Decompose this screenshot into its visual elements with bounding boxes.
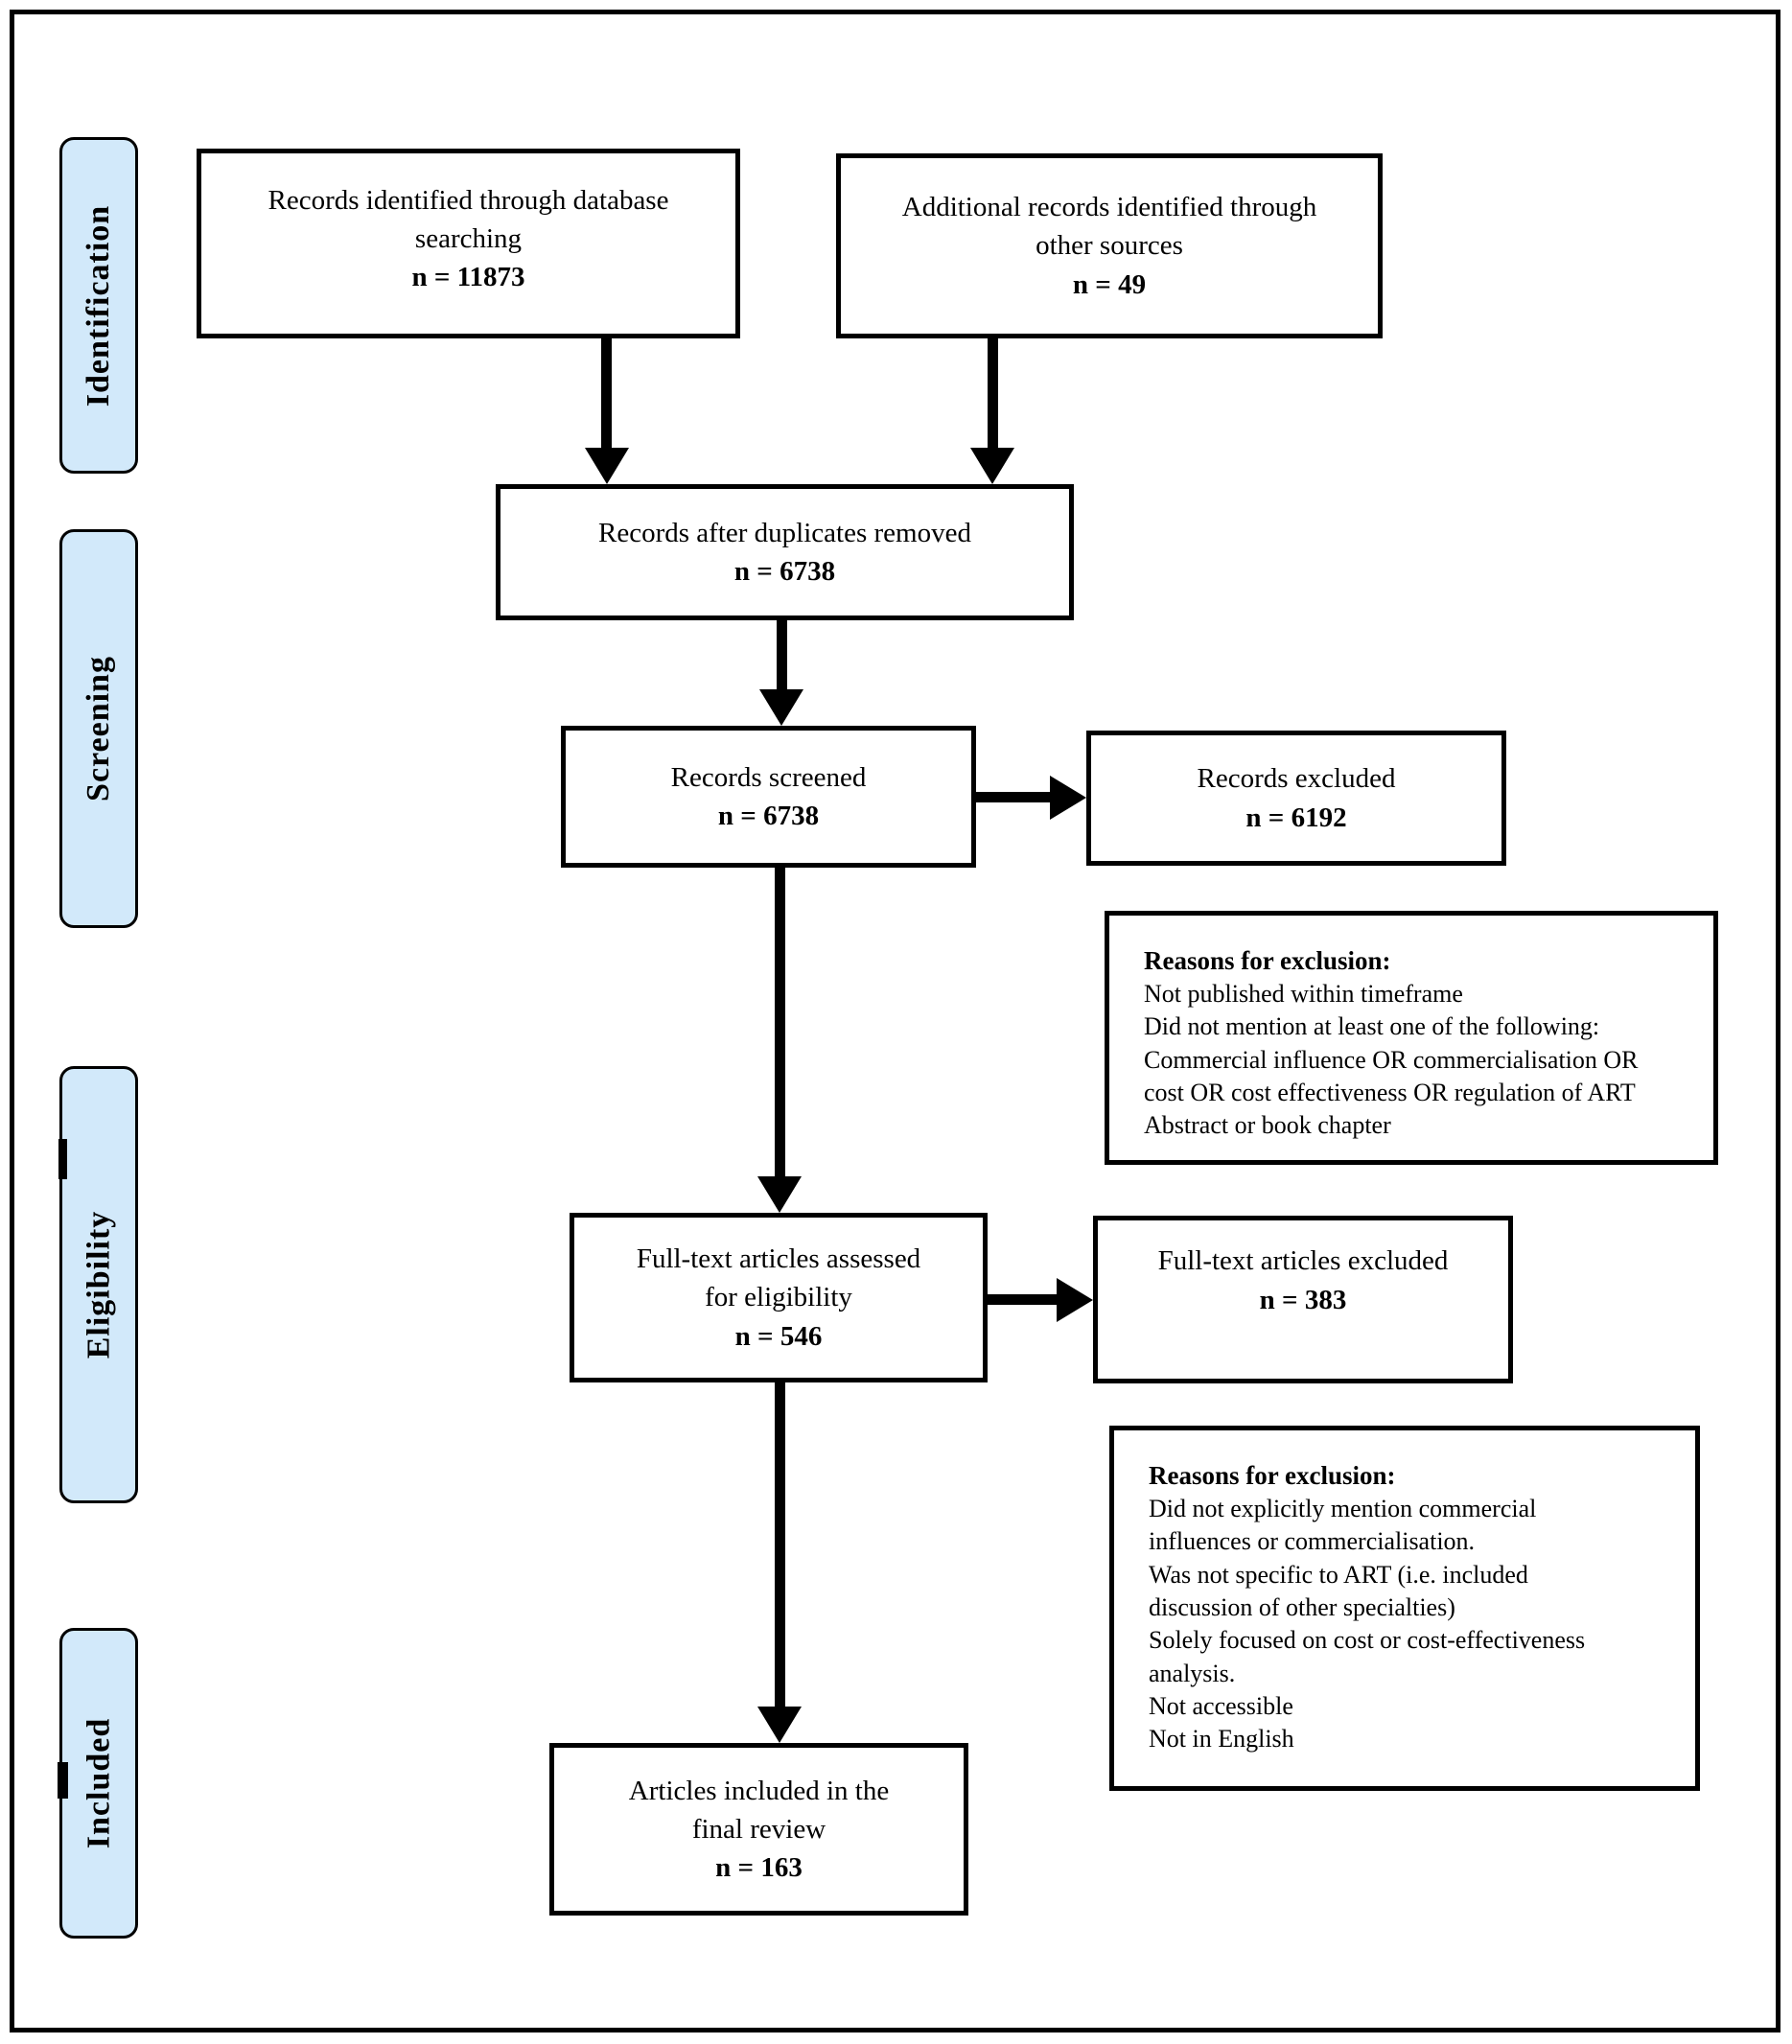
node-records-excluded: Records excluded n = 6192: [1086, 731, 1506, 866]
artifact-mark-included: [58, 1762, 68, 1799]
node-duplicates-removed-count: n = 6738: [733, 556, 836, 587]
arrow-additional-to-dedup-shaft: [988, 337, 998, 453]
arrow-dedup-to-screened-shaft: [777, 620, 787, 694]
stage-label-eligibility: Eligibility: [81, 1210, 116, 1359]
node-records-identified: Records identified through database sear…: [197, 149, 740, 338]
node-included-final-count: n = 163: [715, 1852, 803, 1883]
node-duplicates-removed: Records after duplicates removed n = 673…: [496, 484, 1074, 620]
stage-screening: Screening: [59, 529, 138, 928]
node-duplicates-removed-label: Records after duplicates removed: [598, 517, 971, 548]
node-fulltext-assessed: Full-text articles assessed for eligibil…: [570, 1213, 988, 1382]
node-records-screened-count: n = 6738: [717, 801, 820, 831]
reasons-eligibility-title: Reasons for exclusion:: [1149, 1461, 1396, 1490]
arrow-screened-to-excluded-shaft: [976, 792, 1055, 802]
arrow-fulltext-to-included-shaft: [775, 1382, 785, 1711]
reasons-box-screening: Reasons for exclusion: Not published wit…: [1105, 911, 1718, 1165]
reasons-screening-title: Reasons for exclusion:: [1144, 946, 1391, 975]
node-fulltext-assessed-label: Full-text articles assessed for eligibil…: [636, 1243, 921, 1313]
node-additional-records-count: n = 49: [1072, 268, 1147, 300]
reasons-screening-items: Not published within timeframe Did not m…: [1144, 980, 1639, 1140]
node-records-screened: Records screened n = 6738: [561, 726, 976, 868]
stage-included: Included: [59, 1628, 138, 1939]
node-records-identified-count: n = 11873: [411, 262, 525, 292]
arrow-fulltext-to-ftexcluded-shaft: [988, 1294, 1062, 1305]
node-fulltext-assessed-count: n = 546: [734, 1320, 823, 1352]
node-additional-records-label: Additional records identified through ot…: [901, 192, 1317, 262]
node-records-identified-label: Records identified through database sear…: [268, 184, 669, 254]
node-fulltext-excluded-count: n = 383: [1259, 1284, 1347, 1315]
arrow-additional-to-dedup-head: [970, 448, 1014, 484]
arrow-dedup-to-screened-head: [759, 689, 803, 726]
arrow-screened-to-fulltext-shaft: [775, 868, 785, 1181]
arrow-identified-to-dedup-shaft: [601, 337, 612, 453]
reasons-box-eligibility: Reasons for exclusion: Did not explicitl…: [1109, 1426, 1700, 1791]
arrow-fulltext-to-included-head: [757, 1707, 802, 1743]
node-additional-records: Additional records identified through ot…: [836, 153, 1383, 338]
arrow-identified-to-dedup-head: [585, 448, 629, 484]
stage-label-identification: Identification: [81, 204, 117, 406]
reasons-eligibility-items: Did not explicitly mention commercial in…: [1149, 1495, 1586, 1754]
stage-eligibility: Eligibility: [59, 1066, 138, 1503]
node-records-excluded-label: Records excluded: [1197, 763, 1396, 795]
stage-label-included: Included: [81, 1717, 116, 1849]
arrow-fulltext-to-ftexcluded-head: [1057, 1278, 1093, 1322]
node-fulltext-excluded-label: Full-text articles excluded: [1157, 1245, 1449, 1277]
artifact-mark-eligibility: [58, 1139, 67, 1179]
node-records-excluded-count: n = 6192: [1245, 801, 1347, 833]
stage-identification: Identification: [59, 137, 138, 474]
node-included-final-label: Articles included in the final review: [628, 1775, 890, 1845]
arrow-screened-to-fulltext-head: [757, 1176, 802, 1213]
outer-border: [10, 10, 1780, 2032]
node-included-final: Articles included in the final review n …: [549, 1743, 968, 1916]
node-fulltext-excluded: Full-text articles excluded n = 383: [1093, 1216, 1513, 1383]
stage-label-screening: Screening: [81, 656, 116, 801]
arrow-screened-to-excluded-head: [1050, 776, 1086, 820]
node-records-screened-label: Records screened: [670, 761, 867, 793]
